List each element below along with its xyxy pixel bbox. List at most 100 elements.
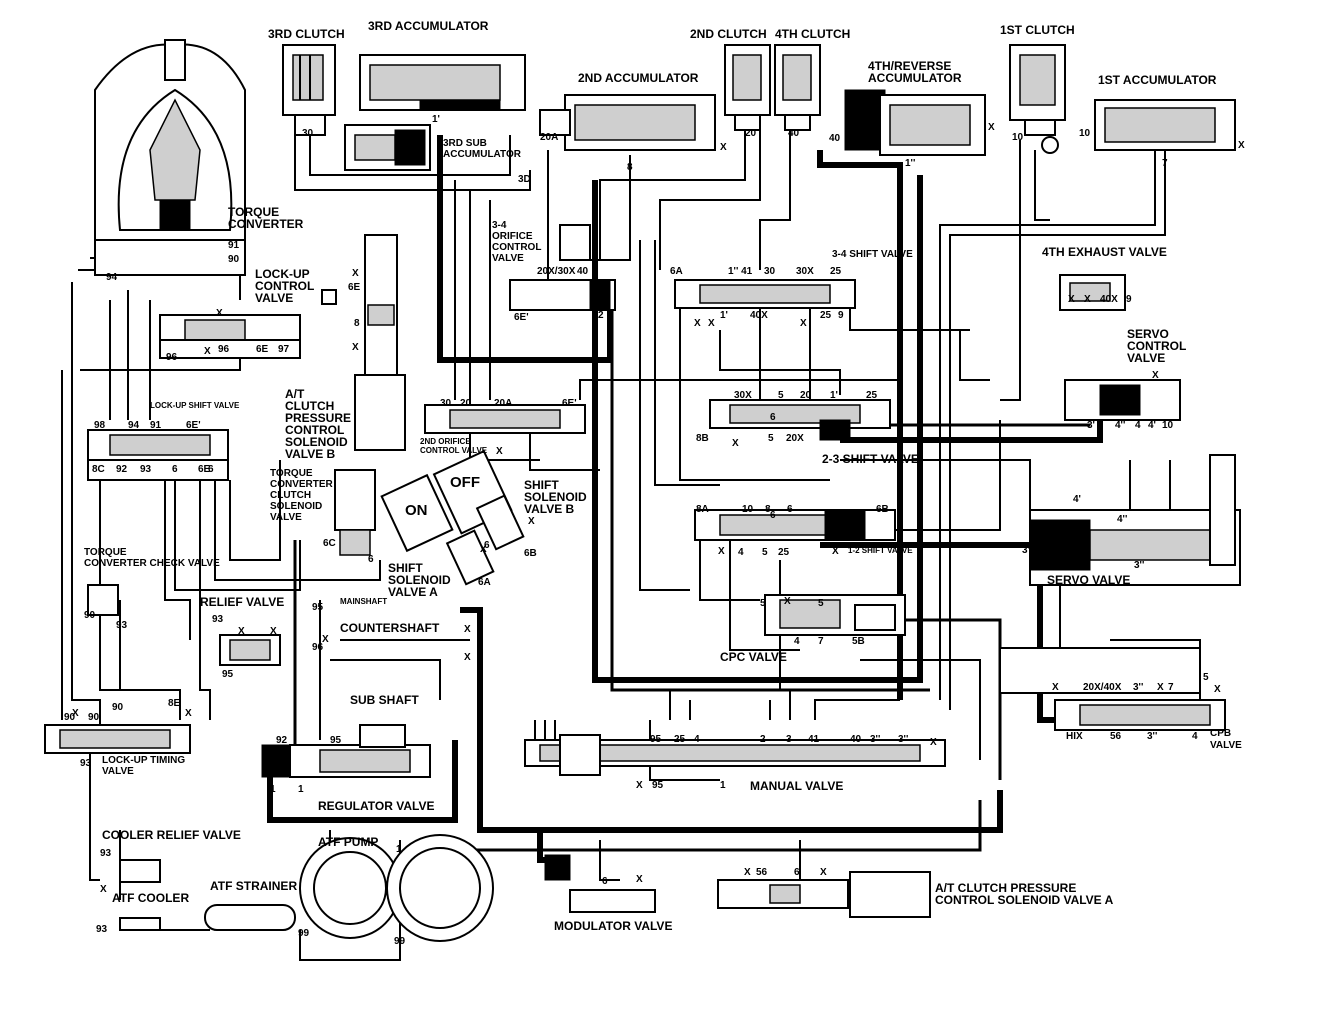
port-label: 92: [116, 464, 128, 475]
exhaust-x: X: [204, 346, 211, 357]
exhaust-x: X: [1152, 370, 1159, 381]
port-label: 97: [278, 344, 290, 355]
port-label: 20X/40X: [1083, 682, 1122, 693]
shift-solenoid-valves: [334, 449, 525, 586]
line-regulator-main: [267, 740, 458, 823]
port-label: 4': [1073, 494, 1081, 505]
line-3rd-clutch-b: [309, 135, 511, 176]
at-clutch-pressure-solenoid-a: [717, 871, 931, 918]
port-label: 90: [88, 712, 100, 723]
label-ssvb-3: VALVE B: [524, 502, 575, 516]
label-3rd-clutch: 3RD CLUTCH: [268, 27, 345, 41]
line-exh-to-servo: [959, 330, 990, 381]
port-label: 6: [770, 510, 776, 521]
label-4th-reverse-2: ACCUMULATOR: [868, 71, 962, 85]
port-label: 30: [302, 128, 314, 139]
port-label: 1'': [905, 158, 915, 169]
exhaust-x: X: [784, 596, 791, 607]
port-label: 9: [838, 310, 844, 321]
label-atc-b-3: PRESSURE: [285, 411, 351, 425]
exhaust-x: X: [694, 318, 701, 329]
port-label: 2: [598, 310, 604, 321]
line-20x: [529, 430, 600, 471]
regulator-valve: [261, 724, 431, 778]
line-6a: [639, 240, 690, 591]
line-lockup-left: [71, 282, 101, 730]
port-label: 93: [140, 464, 152, 475]
port-label: 20X: [786, 433, 804, 444]
port-label: 8B: [696, 433, 709, 444]
label-lockup-timing-1: LOCK-UP TIMING: [102, 755, 185, 766]
port-label: 25: [778, 547, 790, 558]
port-label: 40X: [1100, 294, 1118, 305]
label-tccs-3: CLUTCH: [270, 490, 311, 501]
line-main-loop2: [610, 300, 930, 692]
line-manual-out2: [440, 800, 982, 852]
label-3-4-shift: 3-4 SHIFT VALVE: [832, 249, 913, 260]
port-label: 91: [228, 240, 240, 251]
exhaust-x: X: [464, 652, 471, 663]
port-label: 56: [756, 867, 768, 878]
2nd-orifice-control-valve: [424, 404, 586, 434]
line-9: [849, 300, 970, 331]
torque-converter: [94, 39, 246, 276]
label-1st-accumulator: 1ST ACCUMULATOR: [1098, 73, 1217, 87]
port-label: 4: [794, 636, 800, 647]
port-label: 20A: [540, 132, 558, 143]
port-label: 6: [787, 504, 793, 515]
line-2nd-clutch-b: [659, 130, 761, 270]
exhaust-x: X: [930, 737, 937, 748]
port-label: 5: [818, 598, 824, 609]
port-label: 9: [1126, 294, 1132, 305]
port-label: 3'': [870, 734, 880, 745]
exhaust-x: X: [832, 546, 839, 557]
atf-cooler: [119, 917, 161, 931]
lock-up-control-valve: [159, 314, 301, 359]
port-label: 6: [484, 540, 490, 551]
component-labels: 3RD CLUTCH 3RD ACCUMULATOR 3RD SUB ACCUM…: [84, 19, 1242, 933]
port-label: 3'': [1134, 560, 1144, 571]
port-label: 1: [298, 784, 304, 795]
line-6: [229, 460, 281, 561]
label-on: ON: [405, 502, 428, 519]
exhaust-x: X: [744, 867, 751, 878]
port-label: 6E': [514, 312, 529, 323]
line-41m: [814, 699, 900, 720]
port-label: 8: [627, 162, 633, 173]
line-4th-clutch-b: [759, 130, 791, 270]
label-orifice34-2: ORIFICE: [492, 231, 533, 242]
port-label: 93: [116, 620, 128, 631]
label-3rd-sub-1: 3RD SUB: [443, 138, 487, 149]
label-servo-valve: SERVO VALVE: [1047, 573, 1130, 587]
line-cpc: [729, 540, 800, 651]
label-servo-control-1: SERVO: [1127, 327, 1169, 341]
exhaust-x: X: [352, 268, 359, 279]
label-tcc-check-2: CONVERTER CHECK VALVE: [84, 558, 220, 569]
label-orifice34-3: CONTROL: [492, 242, 541, 253]
exhaust-x: X: [1068, 294, 1075, 305]
port-label: 5: [762, 547, 768, 558]
label-atf-pump: ATF PUMP: [318, 835, 378, 849]
exhaust-x: X: [464, 624, 471, 635]
port-label: 92: [276, 735, 288, 746]
label-cpb-2: VALVE: [1210, 740, 1242, 751]
line-subshaft: [330, 659, 441, 700]
port-label: 95: [312, 602, 324, 613]
port-label: 40X: [750, 310, 768, 321]
port-labels: 30 1' 3D 20A 8 20 40 40 10 10 7 1'' 91 9…: [64, 114, 1209, 947]
port-label: 4'': [1117, 514, 1127, 525]
label-servo-control-2: CONTROL: [1127, 339, 1186, 353]
line-6e: [214, 480, 381, 581]
port-label: 40: [829, 133, 841, 144]
exhaust-x: X: [352, 342, 359, 353]
port-label: 6B: [524, 548, 537, 559]
4th-clutch: [774, 44, 821, 131]
port-label: 4: [694, 734, 700, 745]
label-3rd-sub-2: ACCUMULATOR: [443, 149, 522, 160]
label-ssva-3: VALVE A: [388, 585, 438, 599]
port-label: 90: [64, 712, 76, 723]
port-label: 7: [1168, 682, 1174, 693]
label-atc-b-5: SOLENOID: [285, 435, 348, 449]
label-manual-valve: MANUAL VALVE: [750, 779, 843, 793]
